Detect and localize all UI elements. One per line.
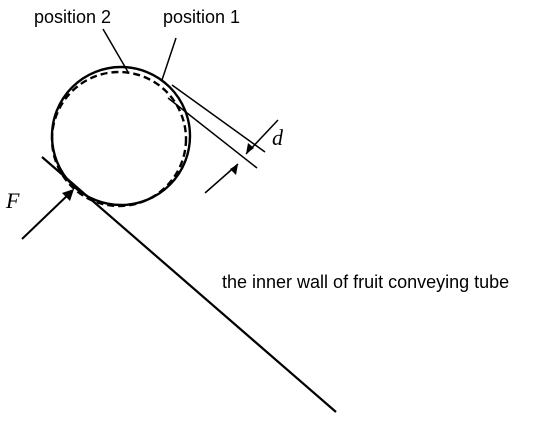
position-1-label: position 1 xyxy=(163,7,240,27)
gap-extension-line-inner xyxy=(167,97,258,169)
force-arrowhead xyxy=(62,189,74,201)
position-2-label: position 2 xyxy=(34,7,111,27)
fruit-position-2-circle xyxy=(50,70,188,208)
force-arrow-line xyxy=(21,191,72,240)
gap-dimension-arrowhead-upper xyxy=(246,143,254,154)
position-2-leader-line xyxy=(102,28,129,73)
wall-label: the inner wall of fruit conveying tube xyxy=(222,272,509,292)
position-1-leader-line xyxy=(161,37,177,81)
gap-d-label: d xyxy=(272,125,284,150)
gap-extension-line-outer xyxy=(171,84,266,153)
gap-dimension-arrowhead-lower xyxy=(230,164,238,175)
force-f-label: F xyxy=(5,188,20,213)
